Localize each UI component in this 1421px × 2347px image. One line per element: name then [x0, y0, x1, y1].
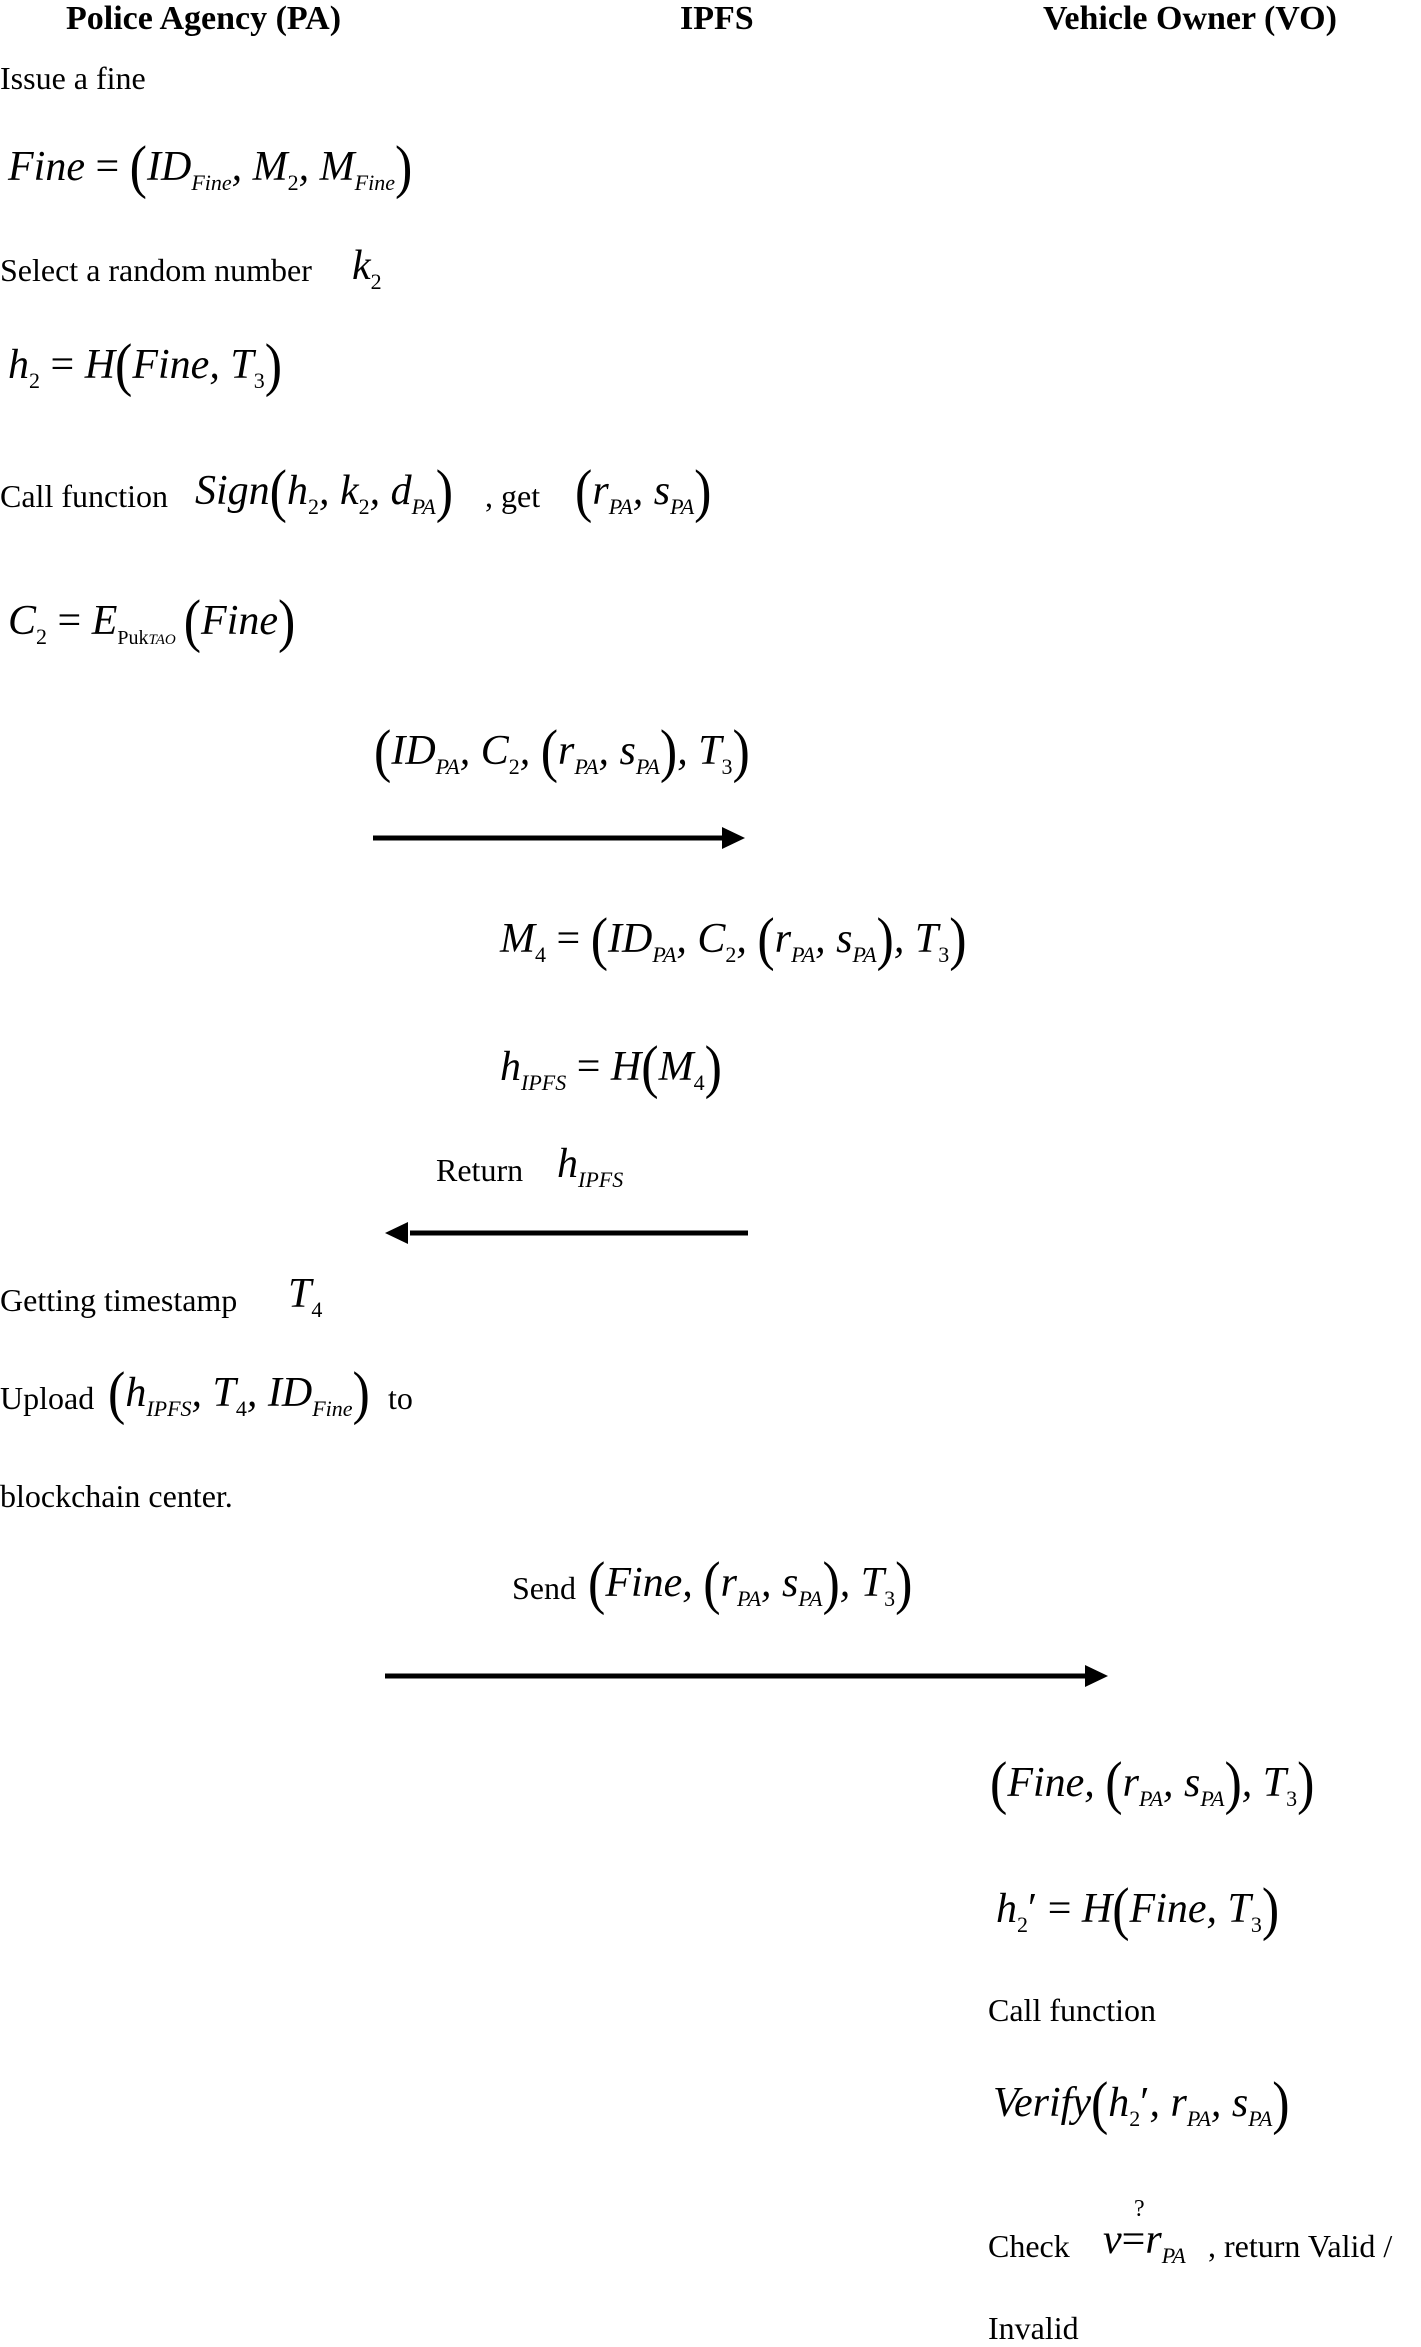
header-vehicle-owner: Vehicle Owner (VO) — [1043, 0, 1337, 37]
t4-symbol: T4 — [288, 1271, 323, 1322]
call-function-label: Call function — [0, 478, 168, 514]
arrow-ipfs-to-pa — [385, 1222, 748, 1244]
signature-pair: (rPA, sPA) — [575, 458, 712, 525]
step-issue-fine: Issue a fine — [0, 60, 146, 96]
check-expression: v=rPA — [1103, 2217, 1186, 2268]
arrow-pa-to-ipfs — [373, 827, 745, 849]
upload-expression: (hIPFS, T4, IDFine) — [108, 1360, 370, 1427]
sign-expression: Sign(h2, k2, dPA) — [195, 458, 454, 525]
return-label: Return — [436, 1152, 524, 1188]
select-random-label: Select a random number — [0, 252, 312, 288]
h2prime-equation: h2′ = H(Fine, T3) — [996, 1876, 1280, 1943]
upload-label: Upload — [0, 1380, 95, 1416]
arrow-pa-to-vo — [385, 1665, 1108, 1687]
return-hipfs: hIPFS — [557, 1141, 624, 1192]
blockchain-center-label: blockchain center. — [0, 1478, 233, 1514]
fine-equation: Fine = (IDFine, M2, MFine) — [8, 134, 413, 201]
question-mark: ? — [1134, 2196, 1145, 2222]
m4-equation: M4 = (IDPA, C2, (rPA, sPA), T3) — [500, 906, 967, 973]
invalid-label: Invalid — [988, 2310, 1079, 2346]
send-label: Send — [512, 1570, 576, 1606]
getting-timestamp-label: Getting timestamp — [0, 1282, 238, 1318]
send-expression: (Fine, (rPA, sPA), T3) — [588, 1550, 913, 1617]
get-label: , get — [485, 478, 541, 514]
check-label: Check — [988, 2228, 1070, 2264]
message-pa-to-ipfs: (IDPA, C2, (rPA, sPA), T3) — [374, 718, 750, 785]
c2-equation: C2 = EPukTAO(Fine) — [8, 588, 296, 655]
upload-to-label: to — [388, 1380, 413, 1416]
k2-symbol: k2 — [352, 243, 382, 294]
step-select-random: Select a random number — [0, 252, 312, 289]
vo-received-expression: (Fine, (rPA, sPA), T3) — [990, 1750, 1315, 1817]
header-ipfs: IPFS — [680, 0, 754, 37]
verify-expression: Verify(h2′, rPA, sPA) — [993, 2070, 1290, 2137]
hipfs-equation: hIPFS = H(M4) — [500, 1034, 722, 1101]
vo-call-function-label: Call function — [988, 1992, 1156, 2028]
header-police-agency: Police Agency (PA) — [66, 0, 342, 37]
return-valid-label: , return Valid / — [1208, 2228, 1393, 2264]
h2-equation: h2 = H(Fine, T3) — [8, 332, 283, 399]
